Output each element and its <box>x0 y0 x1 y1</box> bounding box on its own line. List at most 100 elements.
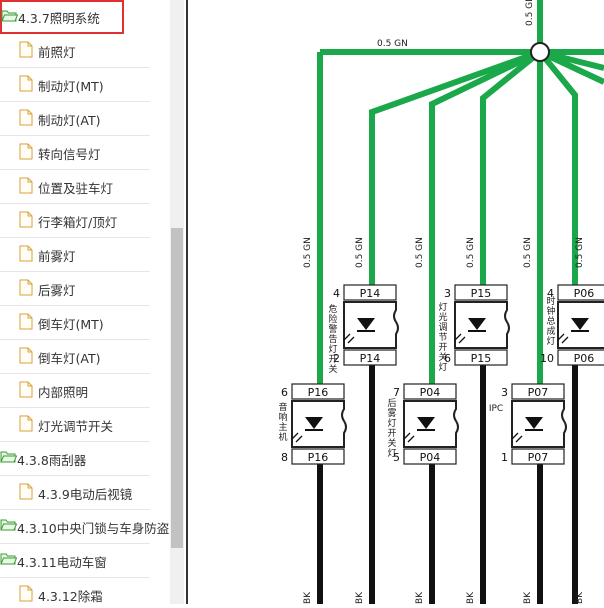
light-ray-icon <box>403 432 415 443</box>
lamp-symbol-box <box>403 400 459 448</box>
document-icon <box>19 109 33 130</box>
document-icon <box>19 245 33 266</box>
tree-doc-item[interactable]: 转向信号灯 <box>0 136 150 170</box>
lamp-symbol-box <box>511 400 567 448</box>
tree-item-label: 后雾灯 <box>38 283 76 298</box>
tree-doc-item[interactable]: 灯光调节开关 <box>0 408 150 442</box>
tree-folder-label: 4.3.7照明系统 <box>18 11 100 26</box>
lamp-symbol-box <box>454 301 510 349</box>
tree-doc-item[interactable]: 制动灯(AT) <box>0 102 150 136</box>
wire-label-gauge: 0.5 GN <box>355 237 365 268</box>
connector-id: P06 <box>574 287 595 300</box>
connector-header <box>454 284 508 301</box>
connector-header <box>511 383 565 400</box>
connector-footer <box>454 349 508 366</box>
scrollbar-thumb[interactable] <box>171 228 183 548</box>
pin-number: 10 <box>540 352 554 365</box>
wire-label-ground: BK <box>523 591 533 604</box>
tree-doc-item[interactable]: 4.3.9电动后视镜 <box>0 476 150 510</box>
connector-header <box>343 284 397 301</box>
wire-drop-p06 <box>537 50 578 285</box>
wire-drop-p14 <box>369 49 542 285</box>
tree-item-label: 4.3.9电动后视镜 <box>38 487 133 502</box>
connector-footer <box>403 448 457 465</box>
wire-label-ground: BK <box>415 591 425 604</box>
connector-id: P04 <box>420 451 441 464</box>
tree-doc-item[interactable]: 前雾灯 <box>0 238 150 272</box>
led-icon <box>468 318 486 330</box>
wire-label-gauge: 0.5 GN <box>575 237 585 268</box>
tree-item-label: 制动灯(MT) <box>38 79 104 94</box>
tree-item-label: 倒车灯(MT) <box>38 317 104 332</box>
tree-doc-item[interactable]: 内部照明 <box>0 374 150 408</box>
splice-node <box>530 42 550 62</box>
tree-item-label: 4.3.12除霜 <box>38 589 103 604</box>
navigation-tree: 4.3.7照明系统 前照灯制动灯(MT) 制动灯(AT)转向信号灯位置及驻车灯行李… <box>0 0 170 604</box>
pin-number: 4 <box>547 287 554 300</box>
connector-header <box>291 383 345 400</box>
tree-item-label: 前雾灯 <box>38 249 76 264</box>
tree-doc-item[interactable]: 行李箱灯/顶灯 <box>0 204 150 238</box>
wire-label-gauge: 0.5 GN <box>415 237 425 268</box>
tree-item-label: 灯光调节开关 <box>38 419 114 434</box>
pin-number: 2 <box>333 352 340 365</box>
light-ray-icon <box>291 432 303 443</box>
pin-number: 3 <box>501 386 508 399</box>
connector-footer <box>511 448 565 465</box>
led-icon <box>417 417 435 429</box>
connector-footer <box>343 349 397 366</box>
document-icon <box>19 347 33 368</box>
tree-doc-item[interactable]: 倒车灯(MT) <box>0 306 150 340</box>
tree-item-label: 4.3.11电动车窗 <box>17 555 107 570</box>
light-ray-icon <box>343 333 355 344</box>
tree-item-label: 内部照明 <box>38 385 89 400</box>
document-icon <box>19 585 33 604</box>
pin-number: 7 <box>393 386 400 399</box>
folder-open-icon <box>1 8 19 27</box>
connector-id: P07 <box>528 451 549 464</box>
pin-number: 6 <box>444 352 451 365</box>
document-icon <box>19 279 33 300</box>
connector-footer <box>291 448 345 465</box>
pin-number: 8 <box>281 451 288 464</box>
connector-id: P04 <box>420 386 441 399</box>
folder-open-icon <box>0 551 18 570</box>
component-name: 时钟总成灯 <box>546 295 555 347</box>
folder-open-icon <box>0 517 18 536</box>
tree-item-label: 前照灯 <box>38 45 76 60</box>
tree-doc-item[interactable]: 后雾灯 <box>0 272 150 306</box>
wire-label-gauge: 0.5 GN <box>523 237 533 268</box>
component-name: 灯光调节开关灯 <box>438 302 447 373</box>
document-icon <box>19 313 33 334</box>
tree-folder-item[interactable]: 4.3.8雨刮器 <box>0 442 150 476</box>
tree-doc-item[interactable]: 4.3.12除霜 <box>0 578 150 604</box>
wire-drop-p15 <box>480 49 542 285</box>
connector-id: P06 <box>574 352 595 365</box>
wiring-diagram: 0.5 GN 0.5 GN 0.5 GN 0.5 GN 0.5 GN 0.5 GN 0.5 … <box>188 0 604 604</box>
tree-folder-item[interactable]: 4.3.11电动车窗 <box>0 544 150 578</box>
connector-footer <box>557 349 604 366</box>
pin-number: 1 <box>501 451 508 464</box>
wire-label-gauge: 0.5 GN <box>303 237 313 268</box>
led-icon <box>525 417 543 429</box>
wire-label-bus: 0.5 GN <box>377 39 408 49</box>
pin-number: 3 <box>444 287 451 300</box>
led-icon <box>305 417 323 429</box>
led-icon <box>357 318 375 330</box>
document-icon <box>19 415 33 436</box>
connector-id: P16 <box>308 451 329 464</box>
connector-id: P14 <box>360 352 381 365</box>
tree-doc-item[interactable]: 前照灯 <box>0 34 150 68</box>
wire-label-gauge: 0.5 GN <box>466 237 476 268</box>
tree-doc-item[interactable]: 位置及驻车灯 <box>0 170 150 204</box>
tree-doc-item[interactable]: 制动灯(MT) <box>0 68 150 102</box>
light-ray-icon <box>511 432 523 443</box>
tree-folder-lighting-system[interactable]: 4.3.7照明系统 <box>0 0 124 34</box>
pane-divider <box>186 0 188 604</box>
tree-folder-item[interactable]: 4.3.10中央门锁与车身防盗 <box>0 510 169 544</box>
document-icon <box>19 143 33 164</box>
tree-doc-item[interactable]: 倒车灯(AT) <box>0 340 150 374</box>
wire-label-ground: BK <box>355 591 365 604</box>
light-ray-icon <box>557 333 569 344</box>
wire-label-ground: BK <box>303 591 313 604</box>
